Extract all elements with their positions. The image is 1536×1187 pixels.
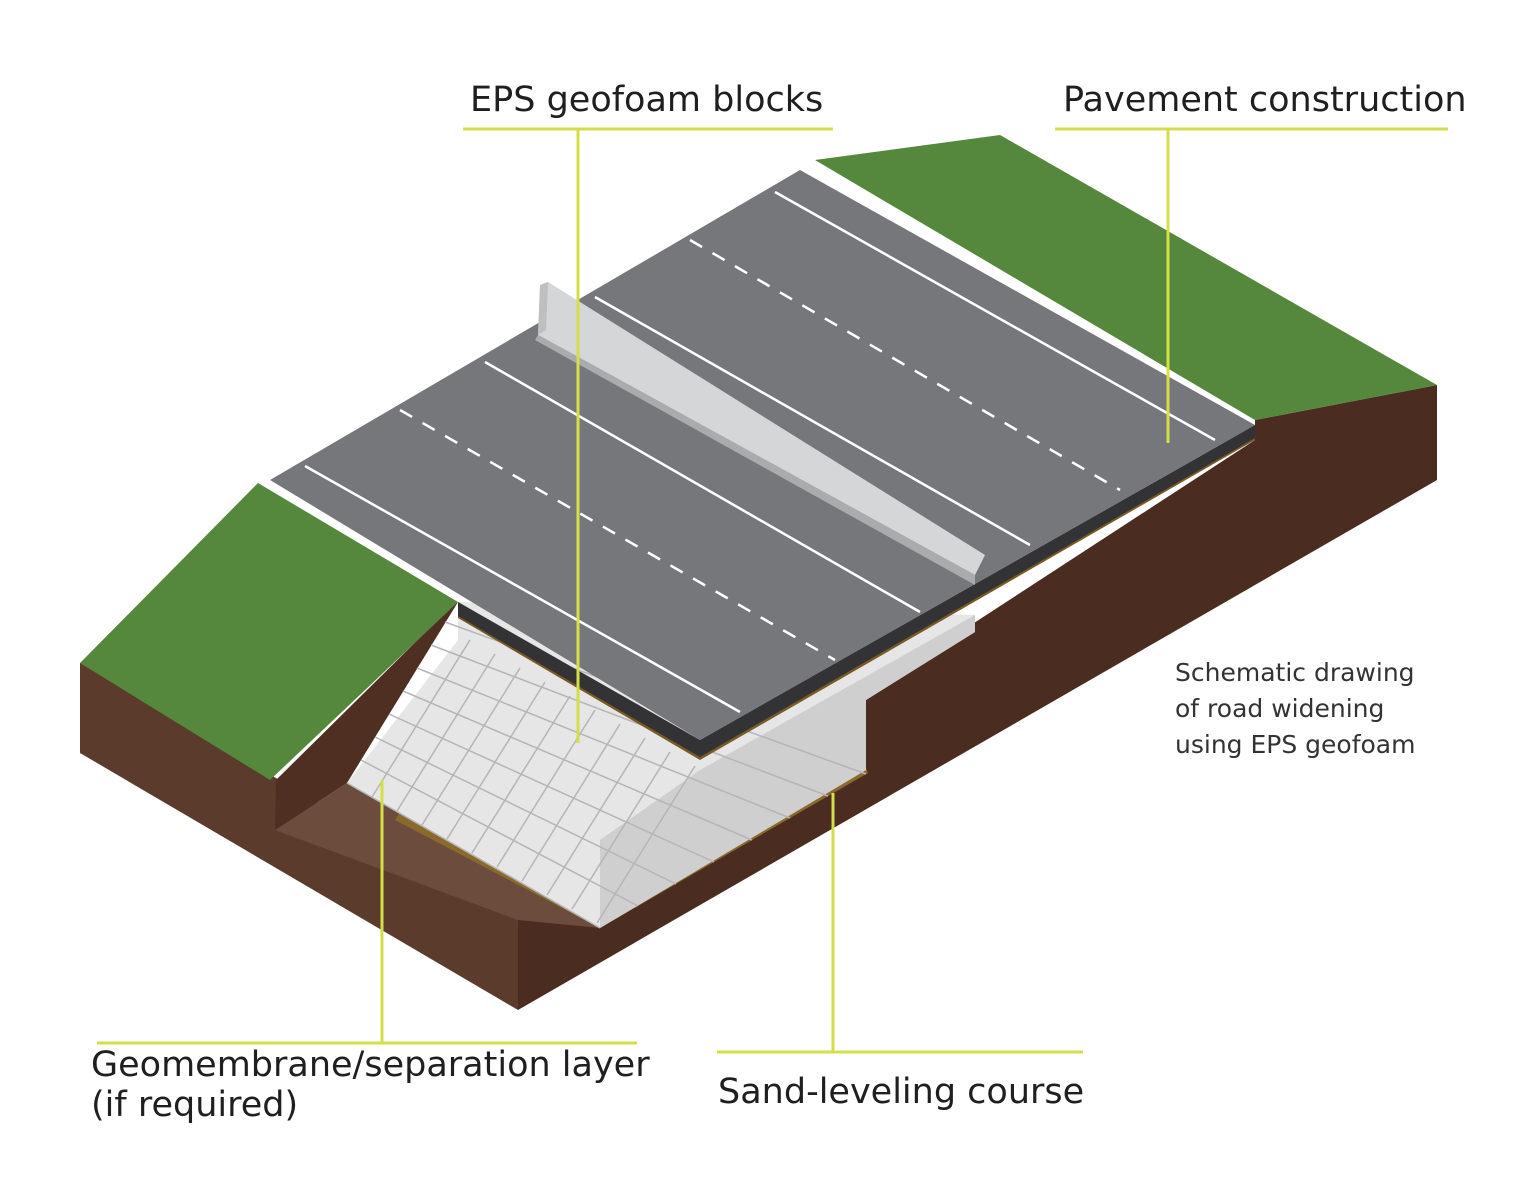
label-eps-geofoam-blocks: EPS geofoam blocks xyxy=(470,80,824,120)
label-sand-leveling-course: Sand-leveling course xyxy=(718,1072,1085,1112)
label-geomembrane-line1: Geomembrane/separation layer xyxy=(91,1045,650,1085)
note-line-2: of road widening xyxy=(1175,694,1385,723)
label-geomembrane: Geomembrane/separation layer (if require… xyxy=(91,1045,650,1125)
note-line-1: Schematic drawing xyxy=(1175,658,1415,687)
excavation-floor xyxy=(275,783,600,928)
schematic-note: Schematic drawing of road widening using… xyxy=(1175,655,1415,763)
label-geomembrane-line2: (if required) xyxy=(91,1085,299,1125)
lane-markings xyxy=(304,190,1216,714)
median-barrier xyxy=(535,282,985,585)
note-line-3: using EPS geofoam xyxy=(1175,730,1416,759)
leader-lines xyxy=(97,127,1448,1054)
left-embankment-soil xyxy=(80,663,275,830)
right-grass-slope xyxy=(815,135,1437,420)
label-pavement-construction: Pavement construction xyxy=(1063,80,1467,120)
left-grass-slope xyxy=(80,483,458,780)
soil-right-face xyxy=(518,385,1437,1010)
excavation-wall xyxy=(275,602,458,830)
